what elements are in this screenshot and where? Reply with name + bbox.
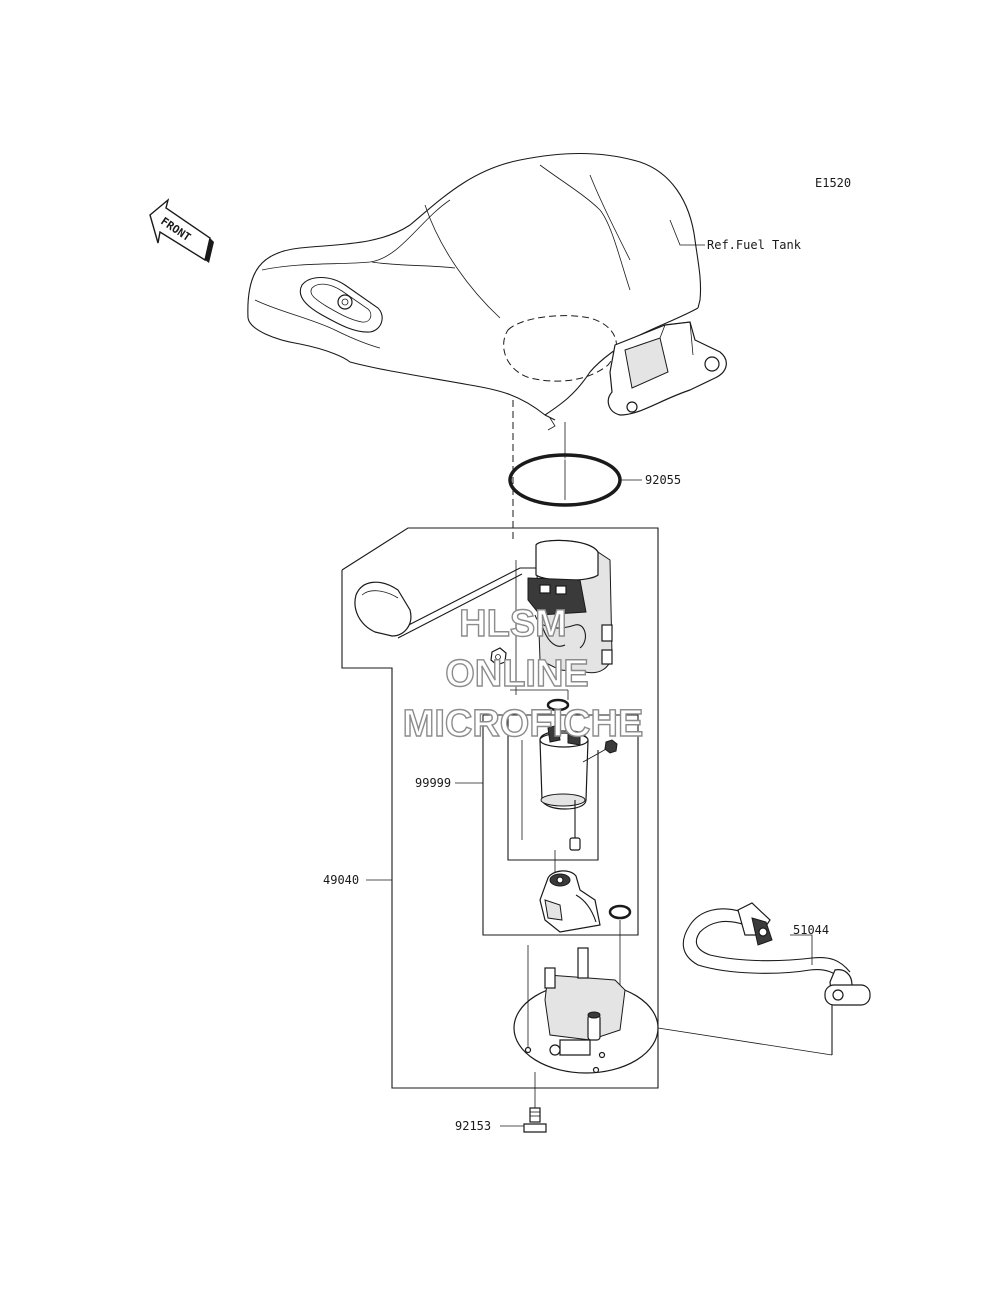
screw-icon — [604, 739, 618, 754]
ref-label: Ref.Fuel Tank — [707, 238, 802, 252]
inner-filter-bracket — [507, 715, 599, 861]
pump-flange-plate — [513, 945, 659, 1074]
part-number-51044: 51044 — [793, 923, 829, 937]
nut-icon — [490, 647, 507, 666]
part-number-99999: 99999 — [415, 776, 451, 790]
bolt-92153-icon — [523, 1072, 547, 1133]
watermark-line1: HLSM — [459, 603, 567, 645]
fuel-hose — [682, 902, 871, 1055]
small-o-ring — [546, 698, 570, 712]
ref-leader-line — [669, 219, 705, 246]
pump-module-body — [515, 539, 613, 695]
watermark-line2: ONLINE — [445, 653, 589, 695]
front-arrow-icon: FRONT — [149, 198, 214, 263]
fuel-tank-drawing — [247, 152, 727, 431]
part-number-92153: 92153 — [455, 1119, 491, 1133]
diagram-code: E1520 — [815, 176, 851, 190]
float-arm — [354, 567, 540, 639]
watermark: HLSM ONLINE MICROFICHE — [402, 602, 644, 745]
bracket-49040 — [341, 527, 659, 1089]
part-number-49040: 49040 — [323, 873, 359, 887]
bracket-99999 — [482, 714, 639, 936]
right-o-ring — [608, 904, 632, 920]
part-number-92055: 92055 — [645, 473, 681, 487]
leader-51044 — [790, 934, 813, 965]
fuel-pump-motor — [539, 724, 609, 851]
watermark-line3: MICROFICHE — [403, 703, 644, 745]
fuel-filter-housing — [539, 870, 601, 933]
hose-connection-line — [657, 1027, 833, 1056]
